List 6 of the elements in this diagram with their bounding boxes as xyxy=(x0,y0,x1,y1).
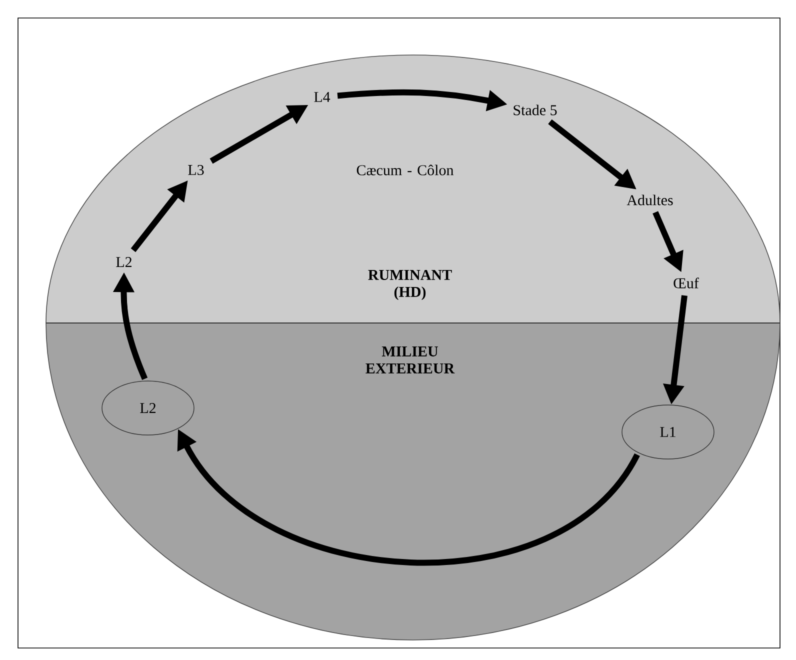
stage-label: Stade 5 xyxy=(514,104,557,116)
stage-label: Œuf xyxy=(674,278,699,288)
stage-label: Adultes xyxy=(626,194,673,206)
stage-label: L4 xyxy=(314,92,330,102)
stage-label: L3 xyxy=(188,164,204,176)
stage-label: L2 xyxy=(116,257,132,267)
